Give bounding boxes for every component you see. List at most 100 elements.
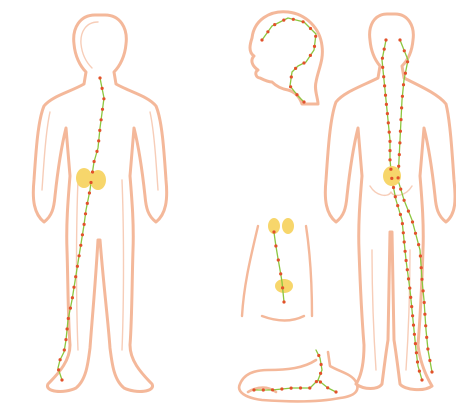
acupoint-dot-icon [412,324,415,327]
acupoint-dot-icon [262,388,265,391]
acupoint-dot-icon [290,387,293,390]
acupoint-dot-icon [384,94,387,97]
front-acupoints [57,76,106,381]
acupoint-dot-icon [98,129,101,132]
acupoint-dot-icon [388,131,391,134]
acupoint-dot-icon [399,130,402,133]
acupoint-dot-icon [407,277,410,280]
acupoint-dot-icon [384,38,387,41]
acupoint-dot-icon [98,76,101,79]
front-meridian [57,76,106,381]
acupoint-dot-icon [326,386,329,389]
acupoint-dot-icon [74,275,77,278]
acupoint-dot-icon [407,210,410,213]
acupoint-dot-icon [423,313,426,316]
acupoint-dot-icon [295,93,298,96]
acupoint-dot-icon [252,388,255,391]
acupoint-dot-icon [397,176,400,179]
acupoint-dot-icon [59,358,62,361]
abdomen-detail-figure [242,218,312,321]
acupoint-dot-icon [398,141,401,144]
acupoint-dot-icon [405,259,408,262]
head-side-figure [250,12,322,104]
abdomen-detail-outline [242,226,312,321]
acupoint-dot-icon [387,121,390,124]
acupoint-dot-icon [404,72,407,75]
acupoint-dot-icon [60,378,63,381]
acupoint-dot-icon [397,165,400,168]
acupoint-dot-icon [398,38,401,41]
acupoint-dot-icon [396,204,399,207]
acupoint-dot-icon [420,378,423,381]
acupoint-dot-icon [67,317,70,320]
foot-detail-outline [239,352,357,401]
acupoint-dot-icon [100,118,103,121]
acupoint-dot-icon [402,83,405,86]
acupoint-dot-icon [313,45,316,48]
acupoint-dot-icon [419,254,422,257]
acupoint-dot-icon [403,199,406,202]
acupoint-dot-icon [290,75,293,78]
acupoint-dot-icon [408,287,411,290]
acupoint-dot-icon [385,103,388,106]
back-body-inner-outline [370,186,412,370]
foot-detail-figure [239,350,357,401]
acupoint-dot-icon [308,386,311,389]
acupoint-dot-icon [309,54,312,57]
acupoint-dot-icon [79,244,82,247]
abdomen-bladder [275,279,293,293]
acupoint-dot-icon [418,370,421,373]
acupoint-dot-icon [274,244,277,247]
acupoint-dot-icon [401,95,404,98]
acupoint-dot-icon [389,168,392,171]
acupoint-dot-icon [400,106,403,109]
acupoint-dot-icon [403,49,406,52]
acupoint-dot-icon [282,300,285,303]
acupoint-dot-icon [76,265,79,268]
acupoint-dot-icon [289,85,292,88]
acupoint-dot-icon [398,153,401,156]
acupoint-dot-icon [414,232,417,235]
acupoint-dot-icon [86,202,89,205]
acupoint-dot-icon [299,386,302,389]
acupoint-dot-icon [69,307,72,310]
acupoint-dot-icon [390,177,393,180]
acupoint-dot-icon [392,186,395,189]
acupoint-dot-icon [57,368,60,371]
head-side-outline [250,12,322,104]
acupoint-dot-icon [413,333,416,336]
acupoint-dot-icon [381,66,384,69]
acupoint-dot-icon [71,296,74,299]
acupoint-dot-icon [416,360,419,363]
acupoint-dot-icon [101,87,104,90]
acupoint-dot-icon [81,233,84,236]
acupoint-dot-icon [277,258,280,261]
acupoint-dot-icon [271,388,274,391]
acupoint-dot-icon [404,250,407,253]
acupoint-dot-icon [91,170,94,173]
acupoint-dot-icon [386,112,389,115]
acupoint-dot-icon [406,60,409,63]
acupoint-dot-icon [315,380,318,383]
acupoint-dot-icon [420,266,423,269]
acupoint-dot-icon [425,336,428,339]
acupoint-dot-icon [422,289,425,292]
acupoint-dot-icon [406,268,409,271]
acupoint-dot-icon [394,195,397,198]
acupoint-dot-icon [302,61,305,64]
acupoint-dot-icon [292,18,295,21]
acupoint-dot-icon [88,191,91,194]
acupoint-dot-icon [280,387,283,390]
acupoint-dot-icon [266,30,269,33]
acupoint-dot-icon [93,160,96,163]
acupoint-dot-icon [411,220,414,223]
acupoint-dot-icon [399,188,402,191]
back-body-figure [325,14,455,390]
acupoint-dot-icon [399,213,402,216]
acupoint-dot-icon [401,222,404,225]
back-body-outline [325,14,455,390]
acupoint-dot-icon [294,67,297,70]
acupoint-dot-icon [409,296,412,299]
acupoint-dot-icon [417,243,420,246]
acupoint-dot-icon [320,363,323,366]
